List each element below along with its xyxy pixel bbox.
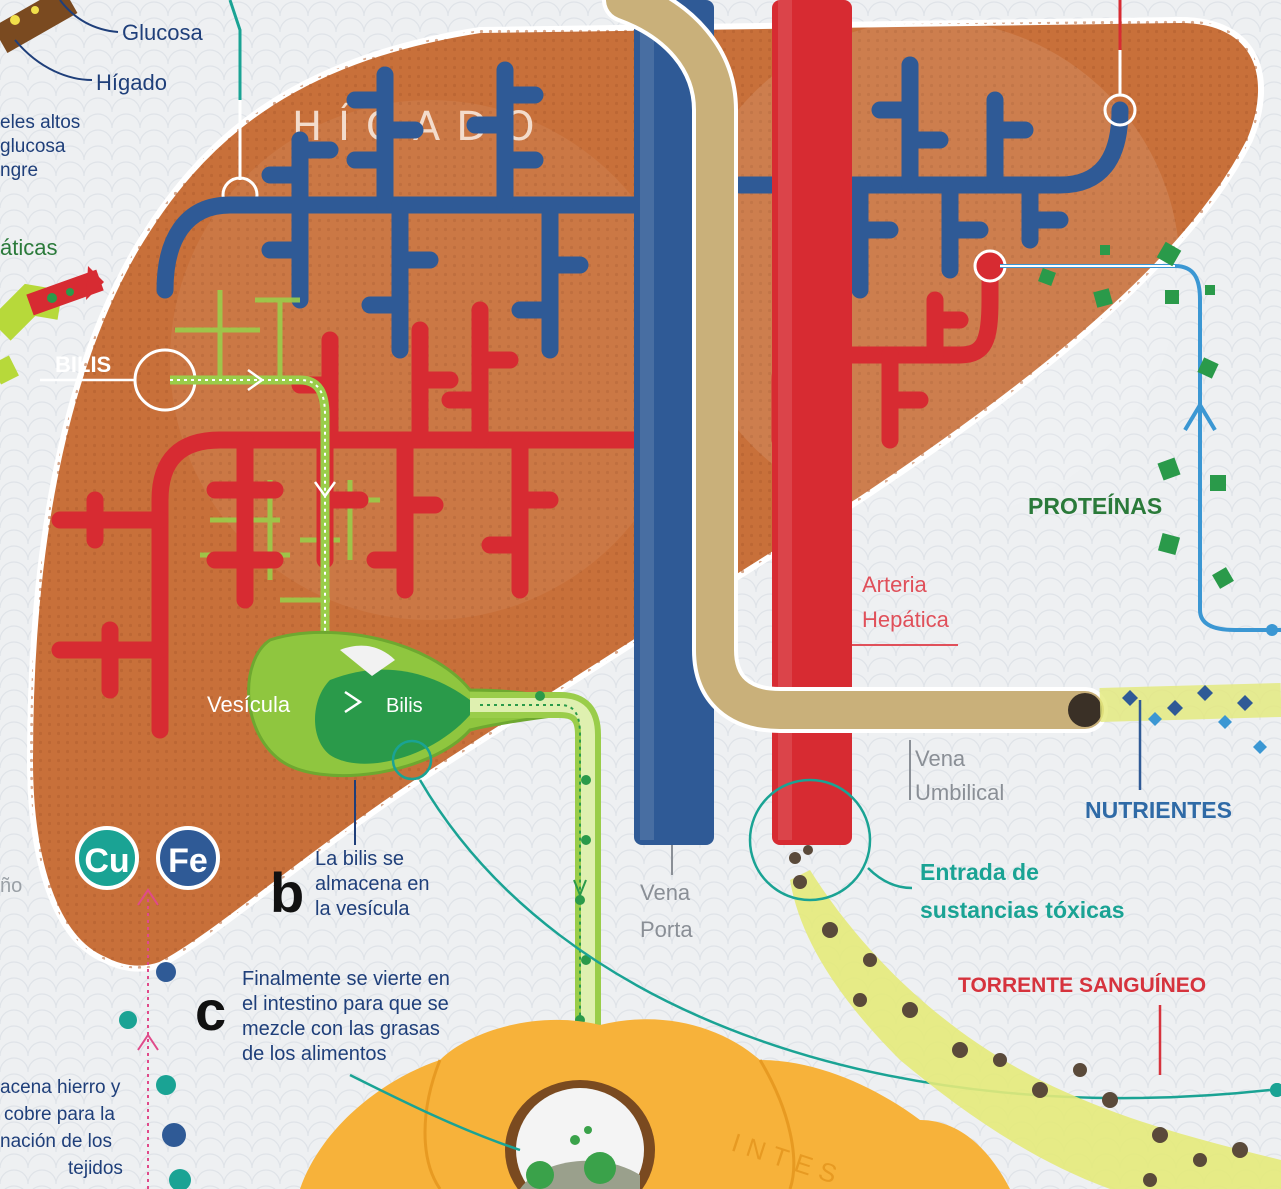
c-text-line-2: el intestino para que se <box>242 993 449 1015</box>
c-text-line-1: Finalmente se vierte en <box>242 968 450 990</box>
glucose-levels-line-3: ngre <box>0 160 38 181</box>
vena-porta-line-2: Porta <box>640 917 693 942</box>
torrente-label: TORRENTE SANGUÍNEO <box>958 974 1206 997</box>
glucosa-label: Glucosa <box>122 20 203 45</box>
fe-label: Fe <box>168 842 208 880</box>
cu-label: Cu <box>84 842 129 880</box>
b-text-line-1: La bilis se <box>315 848 404 870</box>
nutrientes-label: NUTRIENTES <box>1085 797 1232 823</box>
c-letter: c <box>195 979 226 1042</box>
vena-porta-line-1: Vena <box>640 880 691 905</box>
fio-label: ño <box>0 875 22 897</box>
store-line-3: nación de los <box>0 1131 112 1152</box>
b-text-line-2: almacena en <box>315 873 430 895</box>
b-letter: b <box>270 861 304 924</box>
vesicula-label: Vesícula <box>207 692 291 717</box>
c-text-line-3: mezcle con las grasas <box>242 1018 440 1040</box>
store-line-1: acena hierro y <box>0 1077 121 1098</box>
store-line-4: tejidos <box>68 1158 123 1179</box>
glucose-levels-line-2: glucosa <box>0 136 66 157</box>
store-line-2: cobre para la <box>4 1104 115 1125</box>
umbilical-opening <box>1068 693 1102 727</box>
cu-badge: Cu <box>77 828 137 888</box>
bilis-inner-label: Bilis <box>386 695 423 717</box>
glucose-levels-line-1: eles altos <box>0 112 80 133</box>
lobule-highlight <box>680 20 1180 520</box>
fe-badge: Fe <box>158 828 218 888</box>
b-text-line-3: la vesícula <box>315 898 410 920</box>
proteinas-label: PROTEÍNAS <box>1028 492 1162 519</box>
aticas-label: áticas <box>0 235 57 260</box>
vena-umbilical-line-2: Umbilical <box>915 780 1004 805</box>
arteria-line-1: Arteria <box>862 572 928 597</box>
vena-umbilical-line-1: Vena <box>915 746 966 771</box>
higado-small-label: Hígado <box>96 70 167 95</box>
c-text-line-4: de los alimentos <box>242 1043 387 1065</box>
entrada-line-1: Entrada de <box>920 859 1039 885</box>
bilis-upper-label: BILIS <box>55 352 111 377</box>
arteria-line-2: Hepática <box>862 607 950 632</box>
entrada-line-2: sustancias tóxicas <box>920 897 1125 923</box>
